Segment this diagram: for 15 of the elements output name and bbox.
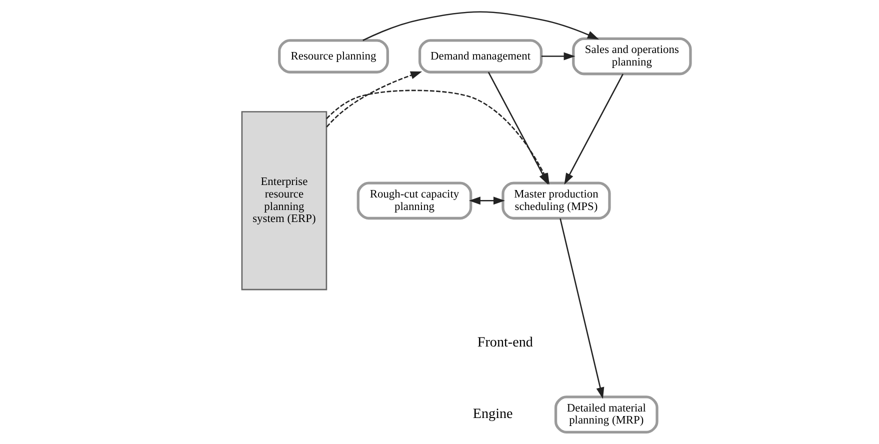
label: Front-end bbox=[477, 334, 533, 351]
node-box: Enterprise resource planning system (ERP) bbox=[241, 111, 328, 290]
node-box: Detailed material planning (MRP) bbox=[554, 396, 658, 434]
arrow bbox=[541, 52, 576, 60]
label: Engine bbox=[472, 406, 513, 422]
arrow bbox=[326, 71, 422, 128]
node-box: Demand management bbox=[418, 39, 543, 74]
arrow bbox=[560, 218, 604, 399]
node-box: Master production scheduling (MPS) bbox=[502, 182, 611, 220]
node-box: Rough-cut capacity planning bbox=[356, 182, 472, 220]
arrow bbox=[362, 11, 599, 41]
node-box: Resource planning bbox=[278, 39, 389, 74]
node-box: Sales and operations planning bbox=[572, 37, 692, 76]
arrow bbox=[468, 196, 505, 205]
arrow bbox=[564, 74, 624, 185]
